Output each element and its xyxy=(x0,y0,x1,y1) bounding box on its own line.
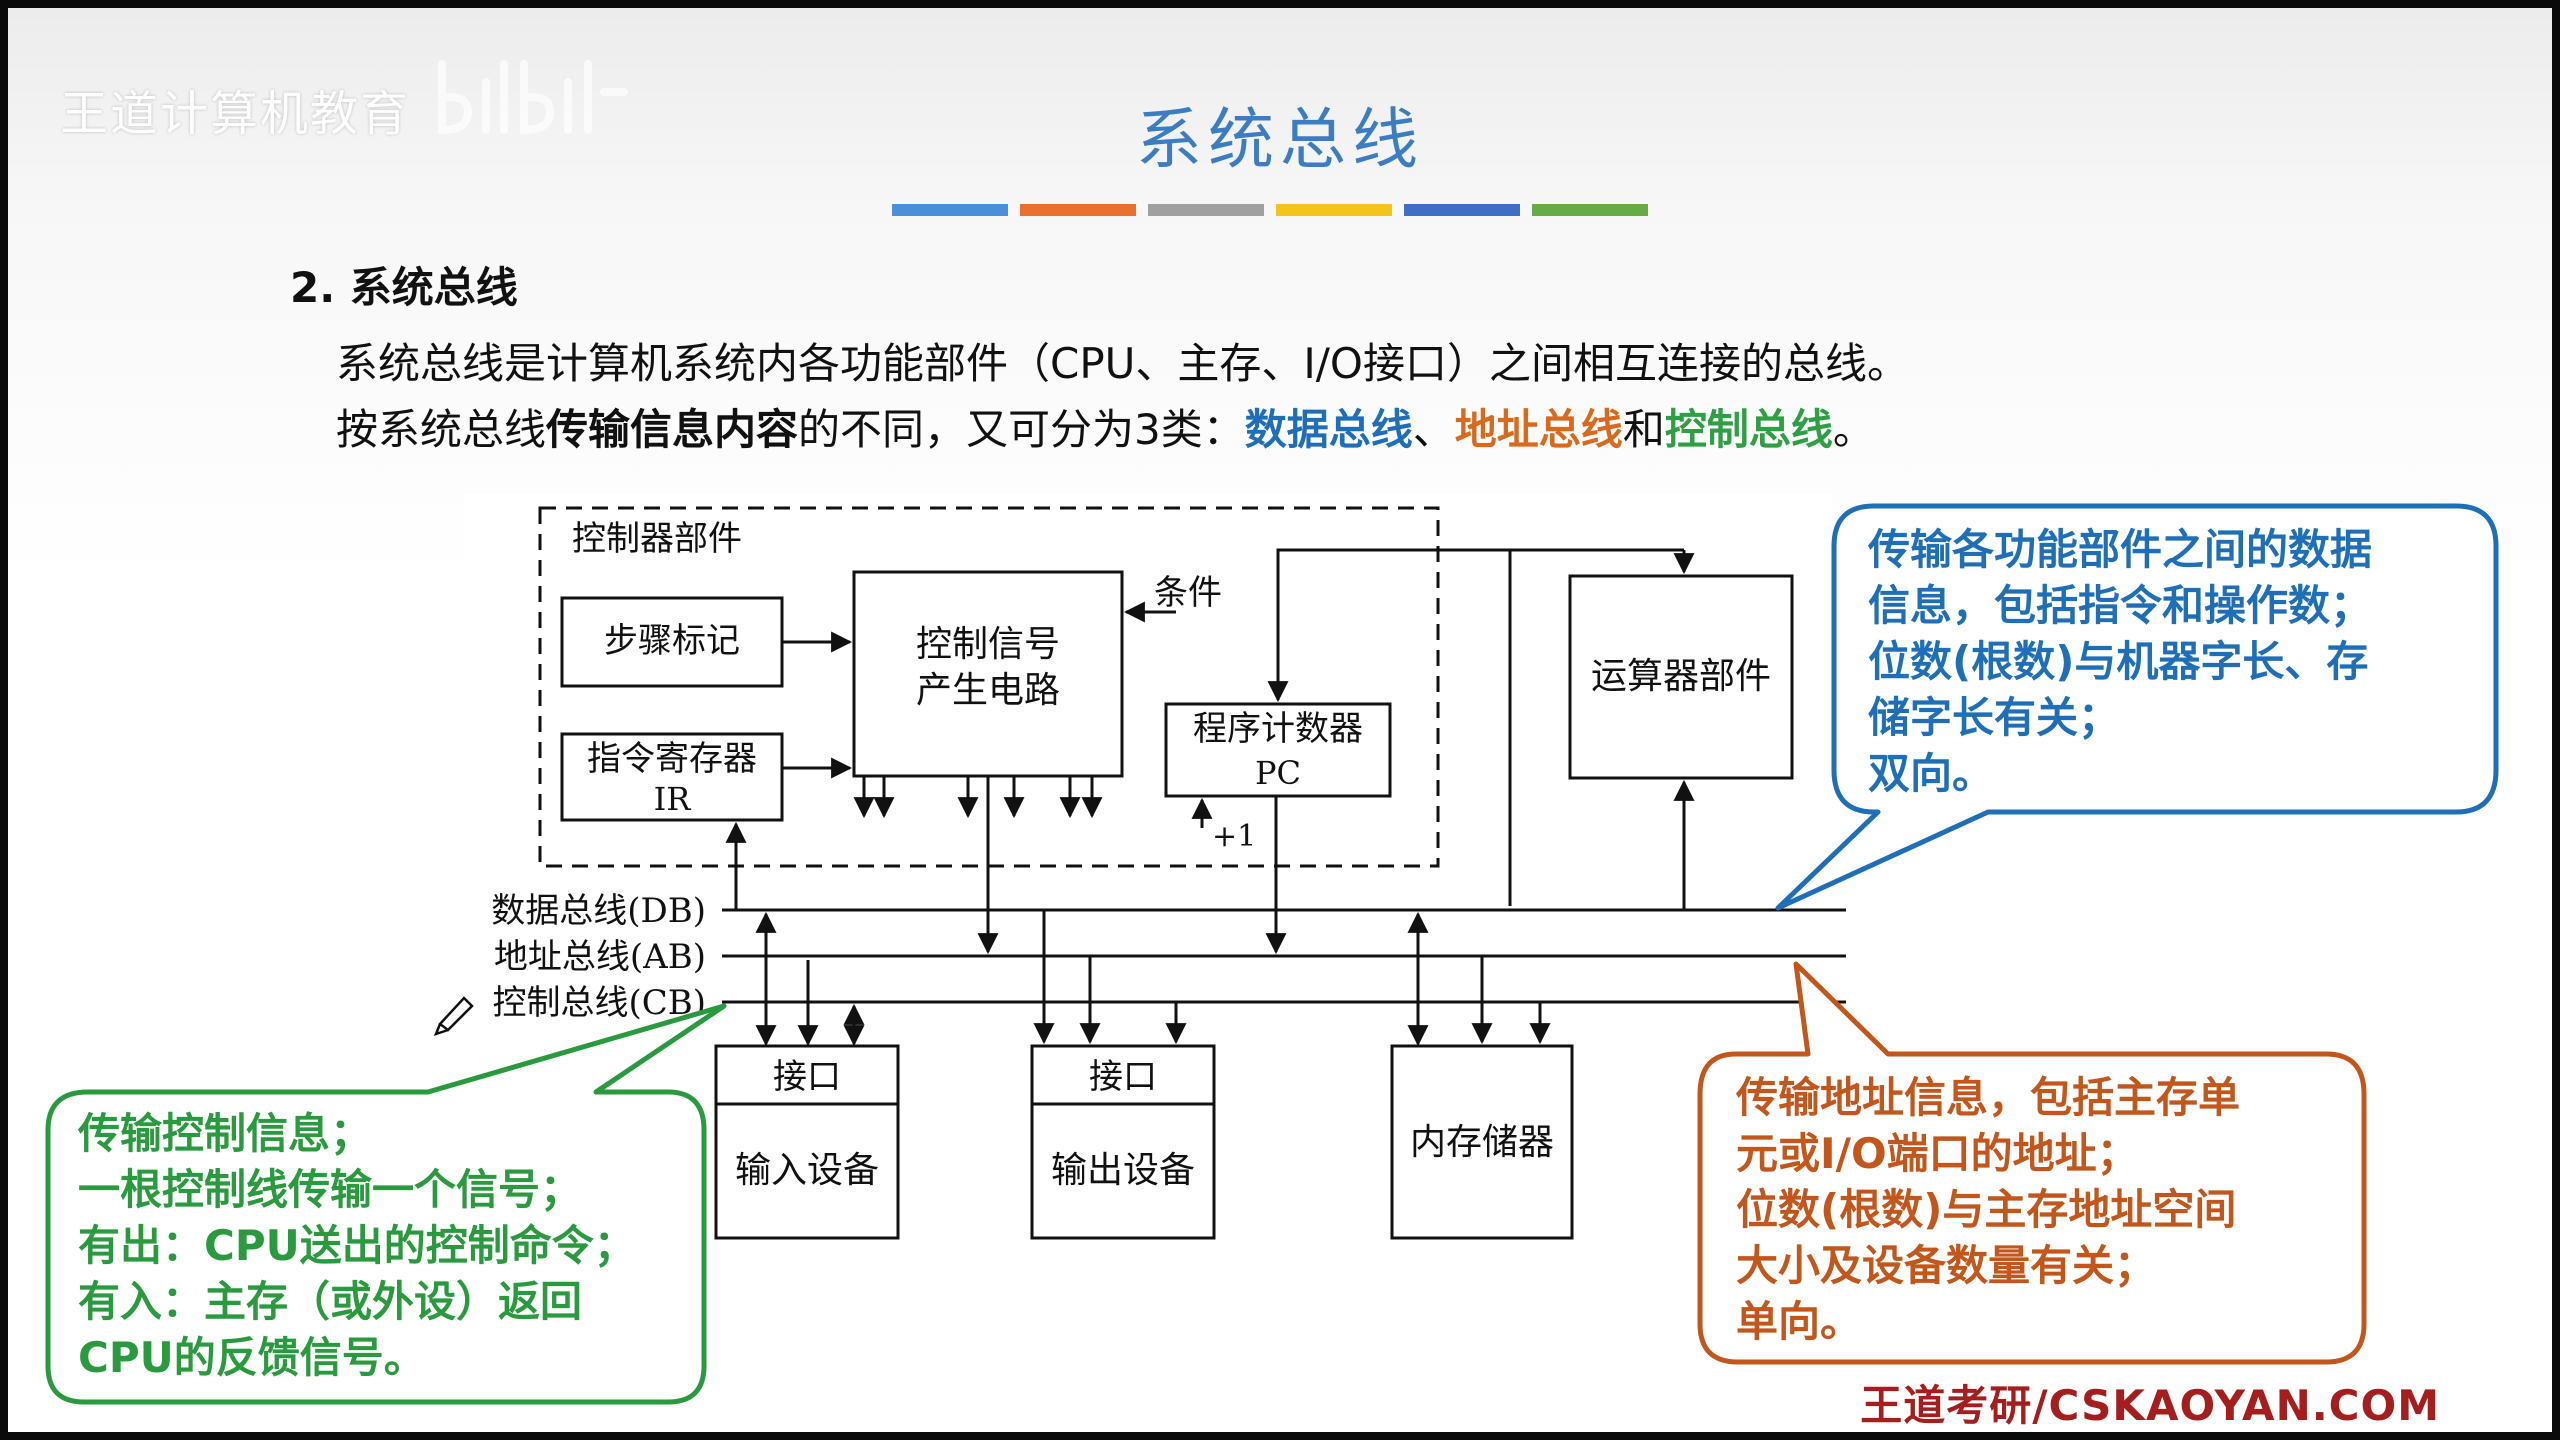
svg-text:单向。: 单向。 xyxy=(1736,1297,1862,1346)
control-bus-callout xyxy=(45,1003,727,1405)
svg-text:大小及设备数量有关；: 大小及设备数量有关； xyxy=(1736,1241,2156,1290)
para-bold-term: 传输信息内容 xyxy=(546,405,799,454)
control-bus-callout-text: 传输控制信息； 一根控制线传输一个信号； 有出：CPU送出的控制命令； 有入：主… xyxy=(77,1109,636,1382)
address-bus-callout-text: 传输地址信息，包括主存单 元或I/O端口的地址； 位数(根数)与主存地址空间 大… xyxy=(1735,1073,2240,1346)
program-counter-box xyxy=(1164,702,1392,798)
address-bus-callout xyxy=(1697,961,2367,1365)
output-interface-label: 接口 xyxy=(1089,1057,1157,1097)
address-bus-label: 地址总线(AB) xyxy=(494,937,706,977)
bilibili-logo-icon xyxy=(438,60,628,135)
ir-label-2: IR xyxy=(654,780,692,818)
watermark: 王道计算机教育 xyxy=(60,86,411,142)
para-prefix: 按系统总线 xyxy=(336,405,547,454)
data-bus-callout-text: 传输各功能部件之间的数据 信息，包括指令和操作数； 位数(根数)与机器字长、存 … xyxy=(1867,525,2372,798)
step-marker-label: 步骤标记 xyxy=(604,621,740,661)
control-bus-label: 控制总线(CB) xyxy=(492,983,706,1023)
step-marker-box xyxy=(560,596,784,688)
controller-group-label: 控制器部件 xyxy=(572,519,742,559)
system-bus-diagram: 控制器部件 步骤标记 指令寄存器 IR 控制信号 产生电路 条件 程序计数器 P… xyxy=(45,494,2499,1405)
memory-box xyxy=(1390,1044,1574,1240)
color-bar-segment xyxy=(1532,204,1648,216)
memory-label: 内存储器 xyxy=(1410,1122,1554,1163)
pc-label-2: PC xyxy=(1255,754,1301,792)
pc-increment-label: +1 xyxy=(1212,819,1256,854)
control-bus-term: 控制总线 xyxy=(1664,405,1833,454)
condition-label: 条件 xyxy=(1154,573,1222,613)
para-sep1: 、 xyxy=(1412,405,1455,454)
output-device-box xyxy=(1030,1044,1216,1240)
data-bus-callout xyxy=(1775,503,2499,911)
color-bar-segment xyxy=(1020,204,1136,216)
control-signal-circuit-box xyxy=(852,570,1124,778)
color-bar-segment xyxy=(1404,204,1520,216)
svg-text:元或I/O端口的地址；: 元或I/O端口的地址； xyxy=(1736,1129,2139,1178)
signal-circuit-label-1: 控制信号 xyxy=(916,624,1060,665)
svg-text:传输控制信息；: 传输控制信息； xyxy=(77,1109,372,1158)
signal-circuit-label-2: 产生电路 xyxy=(916,670,1060,711)
definition-paragraph: 系统总线是计算机系统内各功能部件（CPU、主存、I/O接口）之间相互连接的总线。 xyxy=(336,339,1909,388)
slide-title: 系统总线 xyxy=(1136,101,1424,178)
color-bar-segment xyxy=(1276,204,1392,216)
para-middle: 的不同，又可分为3类： xyxy=(798,405,1245,454)
section-heading: 2. 系统总线 xyxy=(290,263,518,312)
footer-brand: 王道考研/CSKAOYAN.COM xyxy=(1860,1381,2440,1430)
para-end: 。 xyxy=(1832,405,1875,454)
para-sep2: 和 xyxy=(1622,405,1665,454)
input-device-label: 输入设备 xyxy=(735,1150,879,1191)
svg-text:有出：CPU送出的控制命令；: 有出：CPU送出的控制命令； xyxy=(78,1221,636,1270)
svg-text:位数(根数)与机器字长、存: 位数(根数)与机器字长、存 xyxy=(1868,637,2368,686)
pencil-icon xyxy=(433,996,474,1037)
svg-text:信息，包括指令和操作数；: 信息，包括指令和操作数； xyxy=(1868,581,2372,630)
svg-text:CPU的反馈信号。: CPU的反馈信号。 xyxy=(78,1333,426,1382)
svg-text:储字长有关；: 储字长有关； xyxy=(1868,693,2120,742)
color-bar-segment xyxy=(1148,204,1264,216)
output-device-label: 输出设备 xyxy=(1051,1150,1195,1191)
ir-label-1: 指令寄存器 xyxy=(587,739,757,779)
input-interface-label: 接口 xyxy=(773,1057,841,1097)
pc-label-1: 程序计数器 xyxy=(1193,709,1363,749)
svg-text:有入：主存（或外设）返回: 有入：主存（或外设）返回 xyxy=(78,1277,582,1326)
svg-text:位数(根数)与主存地址空间: 位数(根数)与主存地址空间 xyxy=(1736,1185,2236,1234)
alu-label: 运算器部件 xyxy=(1591,656,1771,697)
svg-text:传输地址信息，包括主存单: 传输地址信息，包括主存单 xyxy=(1735,1073,2240,1122)
alu-box xyxy=(1568,574,1794,780)
svg-text:一根控制线传输一个信号；: 一根控制线传输一个信号； xyxy=(78,1165,582,1214)
svg-text:传输各功能部件之间的数据: 传输各功能部件之间的数据 xyxy=(1867,525,2372,574)
address-bus-term: 地址总线 xyxy=(1454,405,1623,454)
instruction-register-box xyxy=(560,732,784,822)
classification-paragraph: 按系统总线传输信息内容的不同，又可分为3类：数据总线、地址总线和控制总线。 xyxy=(336,396,1875,457)
color-bar-segment xyxy=(892,204,1008,216)
svg-text:双向。: 双向。 xyxy=(1868,749,1994,798)
input-device-box xyxy=(714,1044,900,1240)
data-bus-label: 数据总线(DB) xyxy=(491,891,706,931)
data-bus-term: 数据总线 xyxy=(1244,405,1413,454)
